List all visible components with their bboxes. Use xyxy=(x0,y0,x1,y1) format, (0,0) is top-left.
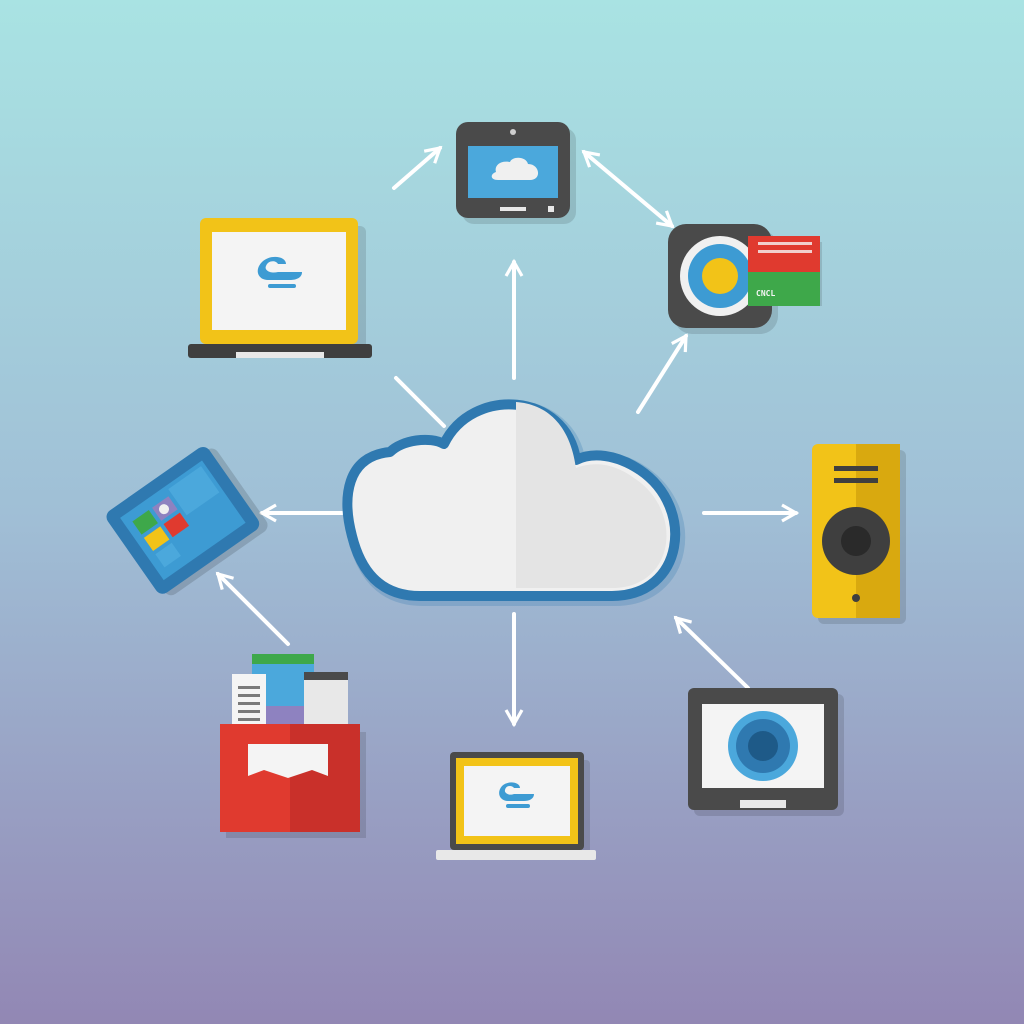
arrow-monitor-to-cloud xyxy=(673,615,750,690)
tablet-app-grid-icon xyxy=(120,460,246,581)
laptop-bottom xyxy=(436,752,596,860)
speaker-icon xyxy=(822,507,890,575)
speaker xyxy=(812,444,906,624)
cloud-icon xyxy=(342,399,686,606)
card-text: CNCL xyxy=(756,289,775,298)
laptop-top-left xyxy=(188,218,372,358)
folder xyxy=(220,654,366,838)
lens-icon xyxy=(728,711,798,781)
cloud-logo-icon xyxy=(499,782,534,808)
folder-icon xyxy=(220,724,366,838)
laptop-bottom-base xyxy=(436,850,596,860)
cloud-icon xyxy=(491,157,539,180)
connections xyxy=(215,145,800,728)
tablet-top xyxy=(456,122,576,224)
camera-card: CNCL xyxy=(668,224,822,334)
laptop-top-left-base xyxy=(188,344,372,358)
cloud-logo-icon xyxy=(257,256,302,288)
laptop-top-left-screen xyxy=(212,232,346,330)
arrow-cloud-to-laptop-top-left xyxy=(394,376,446,428)
arrow-laptop-to-tablet-top xyxy=(392,145,443,190)
tablet-left xyxy=(106,446,268,596)
monitor xyxy=(688,688,844,816)
arrow-folder-to-tablet-left xyxy=(215,571,290,646)
arrow-tablet-camera-bidirectional xyxy=(581,149,675,229)
camera-lens-icon xyxy=(680,236,760,316)
memory-card: CNCL xyxy=(748,236,822,306)
arrow-cloud-to-camera xyxy=(636,333,688,414)
